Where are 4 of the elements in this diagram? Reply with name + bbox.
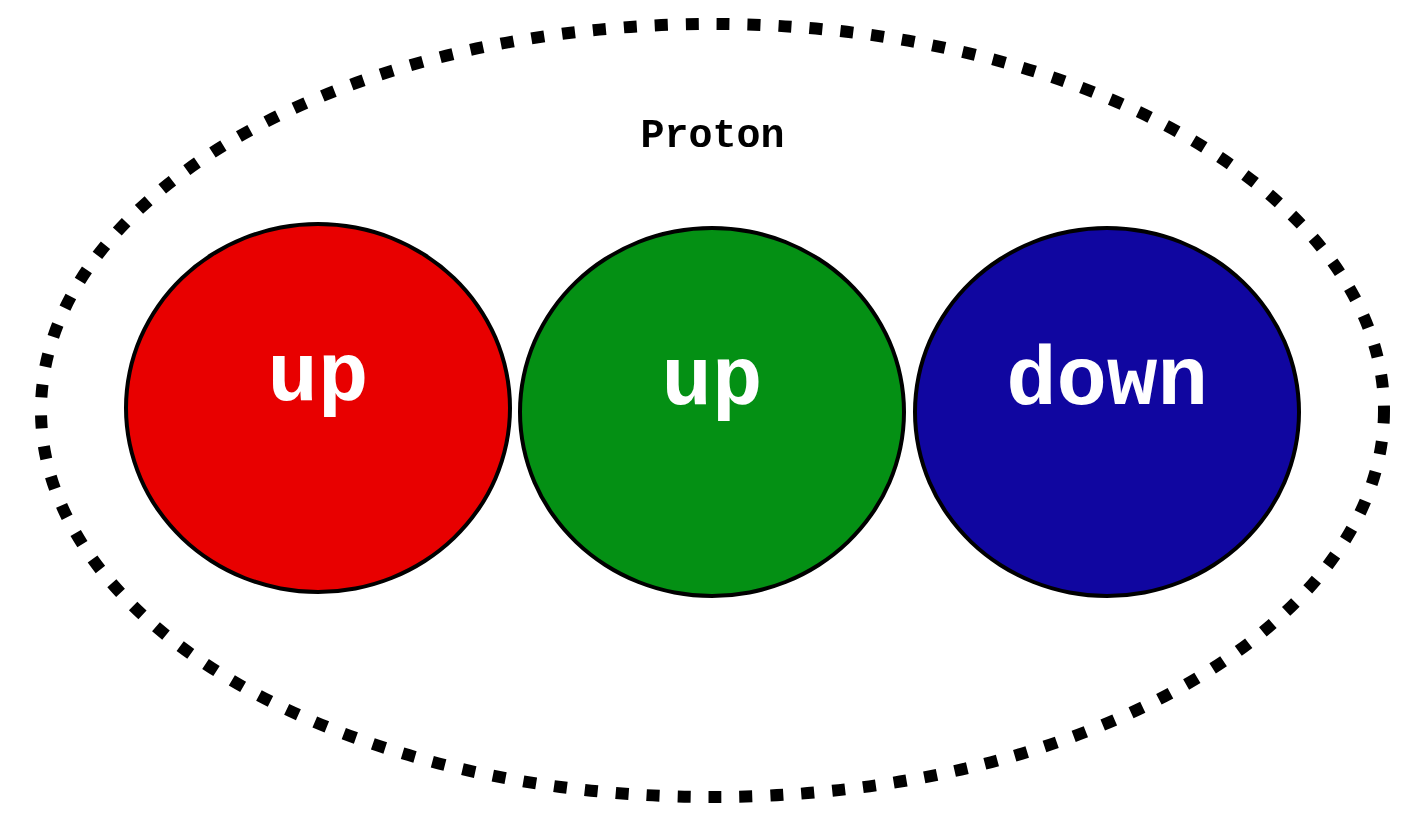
quark-label: up: [267, 336, 369, 420]
ellipse-title: Proton: [640, 114, 785, 159]
quark-label: up: [661, 340, 763, 424]
quark-label: down: [1006, 340, 1208, 424]
